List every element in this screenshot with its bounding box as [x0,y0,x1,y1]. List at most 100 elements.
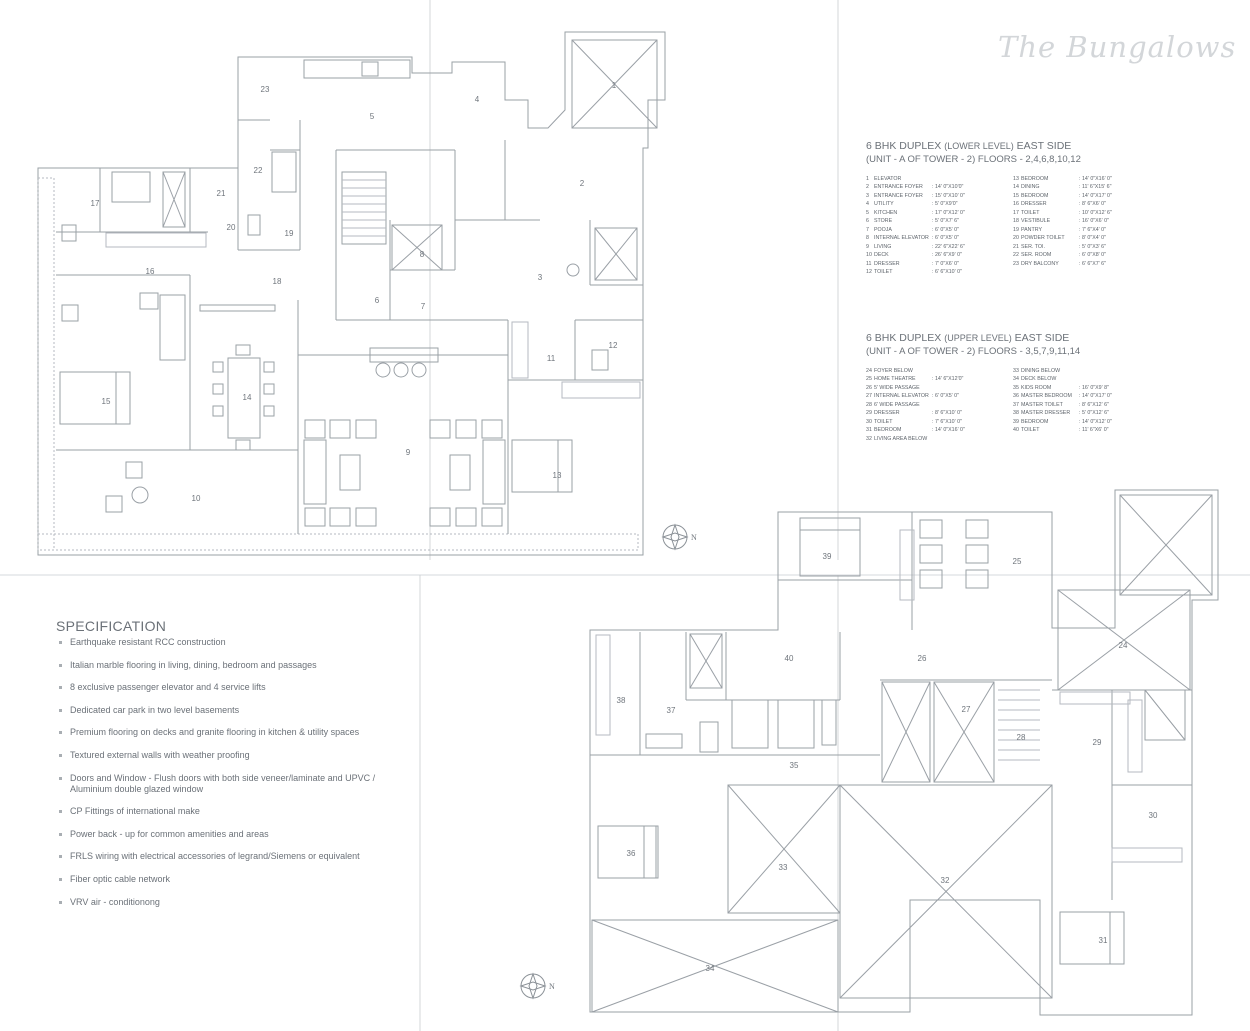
legend-dim: : 11' 6"X15' 6" [1079,184,1112,191]
legend-no: 18 [1013,218,1019,225]
legend-no: 20 [1013,235,1019,242]
legend-no: 24 [866,368,872,374]
legend-no: 16 [1013,201,1019,208]
legend-name: DECK BELOW [1021,376,1057,383]
legend-no: 8 [866,235,869,242]
legend-name: FOYER BELOW [874,368,913,374]
room-number-label: 10 [192,494,201,503]
specification-item: Earthquake resistant RCC construction [56,637,386,648]
legend-dim: : 11' 6"X6' 0" [1079,427,1109,434]
legend-dim: : 22' 6"X22' 6" [932,243,965,250]
room-number-label: 36 [627,849,636,858]
legend-name: STORE [874,218,893,225]
lower-level-legend: 6 BHK DUPLEX (LOWER LEVEL) EAST SIDE (UN… [866,140,1246,276]
legend-dim: : 8' 0"X4' 0" [1079,235,1106,242]
legend-name: TOILET [874,268,893,275]
room-number-label: 15 [102,397,111,406]
legend-name: DINING [1021,184,1040,191]
room-number-label: 25 [1013,557,1022,566]
legend-dim: : 14' 0"X12' 0" [1079,418,1112,425]
legend-no: 3 [866,192,869,199]
room-number-label: 30 [1149,811,1158,820]
legend-name: BEDROOM [1021,176,1049,182]
legend-name: DRESSER [874,260,900,267]
legend-name: POOJA [874,226,892,233]
compass-rose-lower [661,523,689,551]
legend-no: 36 [1013,393,1019,400]
legend-name: MASTER TOILET [1021,401,1063,408]
specification-item: Italian marble flooring in living, dinin… [56,660,386,671]
legend-name: KITCHEN [874,209,898,216]
specification-item: CP Fittings of international make [56,806,386,817]
legend-name: PANTRY [1021,226,1042,233]
legend-name: BEDROOM [874,427,902,434]
upper-level-plan [589,489,1219,1016]
legend-dim: : 14' 0"X16' 0" [932,427,965,434]
legend-no: 7 [866,226,869,233]
room-number-label: 7 [421,302,426,311]
room-number-label: 33 [779,863,788,872]
legend-name: BEDROOM [1021,192,1049,199]
room-number-label: 17 [91,199,100,208]
legend-dim [932,435,1002,443]
legend-dim: : 8' 6"X6' 0" [1079,201,1106,208]
room-number-label: 9 [406,448,411,457]
legend-dim: : 16' 0"X6' 0" [1079,218,1109,225]
room-number-labels: 1234567891011121314151617181920212223242… [91,81,1158,973]
legend-name: VESTIBULE [1021,218,1051,225]
legend-dim: : 14' 6"X12'0" [932,376,964,383]
legend-no: 27 [866,393,872,400]
legend-no: 38 [1013,410,1019,417]
room-number-label: 27 [962,705,971,714]
legend-name: LIVING [874,243,892,250]
legend-no: 11 [866,260,872,267]
legend-dim: : 6' 0"X5' 0" [932,393,959,400]
legend-dim [1079,375,1149,383]
legend-name: ENTRANCE FOYER [874,192,923,199]
legend-dim: : 6' 0"X5' 0" [932,226,959,233]
room-number-label: 40 [785,654,794,663]
legend-dim: : 5' 0"X12' 6" [1079,410,1109,417]
legend-dim: : 7' 6"X10' 0" [932,418,962,425]
legend-no: 19 [1013,226,1019,233]
legend-no: 5 [866,209,869,216]
room-number-label: 20 [227,223,236,232]
legend-no: 34 [1013,376,1019,383]
compass-rose-upper [519,972,547,1000]
room-number-label: 19 [285,229,294,238]
legend-dim [932,384,1002,392]
room-number-label: 23 [261,85,270,94]
room-number-label: 1 [612,81,617,90]
legend-no: 6 [866,218,869,225]
legend-dim: : 7' 0"X6' 0" [932,260,959,267]
room-number-label: 32 [941,876,950,885]
specification-section: SPECIFICATION Earthquake resistant RCC c… [56,618,386,919]
compass-north-label: N [691,533,697,542]
legend-name: 5' WIDE PASSAGE [874,384,920,391]
legend-no: 17 [1013,209,1019,216]
legend-name: DECK [874,252,889,259]
legend-dim: : 8' 6"X10' 0" [932,410,962,417]
legend-dim: : 26' 6"X9' 0" [932,252,962,259]
room-number-label: 18 [273,277,282,286]
